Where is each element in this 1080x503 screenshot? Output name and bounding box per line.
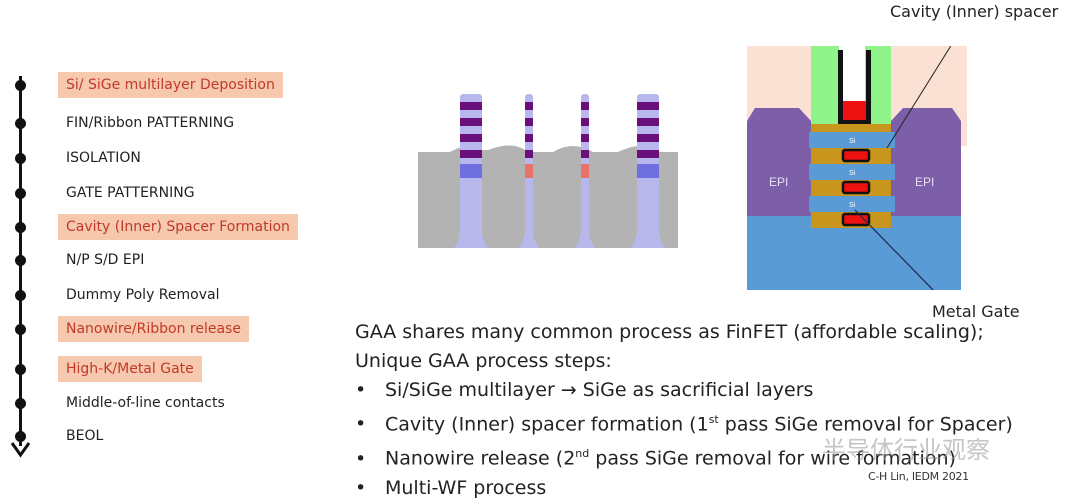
sige-layer — [525, 102, 533, 110]
timeline-dot — [15, 255, 26, 266]
gate-liner-right — [866, 50, 871, 122]
sige-layer — [581, 118, 589, 126]
timeline-dot — [15, 398, 26, 409]
highlighted-step: Cavity (Inner) Spacer Formation — [58, 214, 298, 240]
si-channel — [809, 132, 895, 148]
sige-layer — [460, 150, 482, 158]
process-step: Dummy Poly Removal — [66, 287, 220, 303]
sige-layer — [525, 150, 533, 158]
sige-layer — [637, 134, 659, 142]
highlighted-step: Nanowire/Ribbon release — [58, 316, 249, 342]
metal-gate-callout: Metal Gate — [932, 302, 1020, 321]
fin-top — [637, 94, 659, 164]
substrate — [747, 216, 961, 290]
fin-body — [575, 162, 595, 248]
fin-base — [525, 164, 533, 178]
si-label: Si — [849, 170, 856, 177]
sige-layer — [637, 102, 659, 110]
inner-spacer — [811, 124, 891, 132]
metal-gate — [841, 148, 871, 163]
metal-gate — [841, 180, 871, 195]
inner-spacer-callout: Cavity (Inner) spacer — [890, 2, 1059, 21]
gate-spacer-left — [811, 46, 839, 124]
isolation-oxide — [418, 145, 678, 248]
timeline-dot — [15, 118, 26, 129]
si-channel — [809, 164, 895, 180]
gaa-summary-text: GAA shares many common process as FinFET… — [355, 318, 1013, 503]
bullet-item: • Si/SiGe multilayer → SiGe as sacrificia… — [355, 376, 1013, 405]
si-channel — [809, 196, 895, 212]
sige-layer — [525, 134, 533, 142]
process-step: N/P S/D EPI — [66, 252, 145, 268]
bullet-superscript: nd — [575, 447, 590, 461]
fin-body — [454, 162, 488, 248]
sige-layer — [460, 102, 482, 110]
bullet-icon: • — [355, 413, 367, 436]
highlighted-step: High-K/Metal Gate — [58, 356, 202, 382]
bullet-text: Multi-WF process — [385, 476, 547, 499]
sige-layer — [460, 118, 482, 126]
fin-patterning-diagram — [418, 94, 678, 248]
fin-base — [460, 164, 482, 178]
epi-right-label: EPI — [915, 175, 934, 189]
fin-body — [519, 162, 539, 248]
timeline-dot — [15, 364, 26, 375]
sige-layer — [637, 150, 659, 158]
timeline-dot — [15, 222, 26, 233]
epi-left — [747, 108, 811, 218]
process-step: BEOL — [66, 428, 104, 444]
sige-layer — [525, 118, 533, 126]
summary-line-1: GAA shares many common process as FinFET… — [355, 321, 984, 343]
sige-layer — [637, 118, 659, 126]
timeline-arrow-icon — [10, 442, 31, 458]
fin-base — [581, 164, 589, 178]
bullet-text-rest: pass SiGe removal for Spacer) — [718, 413, 1013, 436]
watermark: 半导体行业观察 — [822, 436, 990, 464]
fin-body — [631, 162, 665, 248]
gate-liner-left — [838, 50, 843, 122]
timeline-dot — [15, 431, 26, 442]
bullet-text: Nanowire release (2 — [385, 447, 576, 470]
bullet-icon: • — [355, 447, 367, 470]
inner-spacer-callout-line — [886, 46, 952, 149]
bullet-superscript: st — [708, 413, 719, 426]
timeline-dot — [15, 153, 26, 164]
timeline-dot — [15, 80, 26, 91]
metal-gate-callout-line — [854, 209, 934, 290]
metal-gate — [841, 212, 871, 227]
bullet-text: Si/SiGe multilayer → SiGe as sacrificial… — [385, 379, 814, 401]
si-label: Si — [849, 202, 856, 209]
bullet-item: • Cavity (Inner) spacer formation (1st pa… — [355, 405, 1013, 439]
sige-layer — [581, 150, 589, 158]
process-step: GATE PATTERNING — [66, 185, 195, 201]
process-step: FIN/Ribbon PATTERNING — [66, 115, 235, 131]
sige-layer — [581, 134, 589, 142]
sige-layer — [581, 102, 589, 110]
bullet-icon: • — [355, 476, 367, 499]
si-label: Si — [849, 138, 856, 145]
timeline-dot — [15, 290, 26, 301]
bullet-text-rest: pass SiGe removal for wire formation) — [589, 447, 956, 470]
epi-left-label: EPI — [769, 175, 788, 189]
fin-base — [637, 164, 659, 178]
timeline-dot — [15, 324, 26, 335]
bullet-item: • Multi-WF process — [355, 474, 1013, 503]
bullet-item: • Nanowire release (2nd pass SiGe removal… — [355, 439, 1013, 473]
sige-layer — [460, 134, 482, 142]
citation: C-H Lin, IEDM 2021 — [868, 470, 969, 483]
timeline-dot — [15, 188, 26, 199]
highlighted-step: Si/ SiGe multilayer Deposition — [58, 72, 283, 98]
metal-gate-top — [843, 101, 866, 123]
fin-top — [581, 94, 589, 164]
fin-top — [525, 94, 533, 164]
bullet-icon: • — [355, 379, 367, 401]
process-step: Middle-of-line contacts — [66, 395, 225, 411]
bullet-text: Cavity (Inner) spacer formation (1 — [385, 413, 709, 436]
process-step: ISOLATION — [66, 150, 141, 166]
summary-line-2: Unique GAA process steps: — [355, 350, 612, 372]
epi-right — [891, 108, 961, 218]
fin-top — [460, 94, 482, 164]
